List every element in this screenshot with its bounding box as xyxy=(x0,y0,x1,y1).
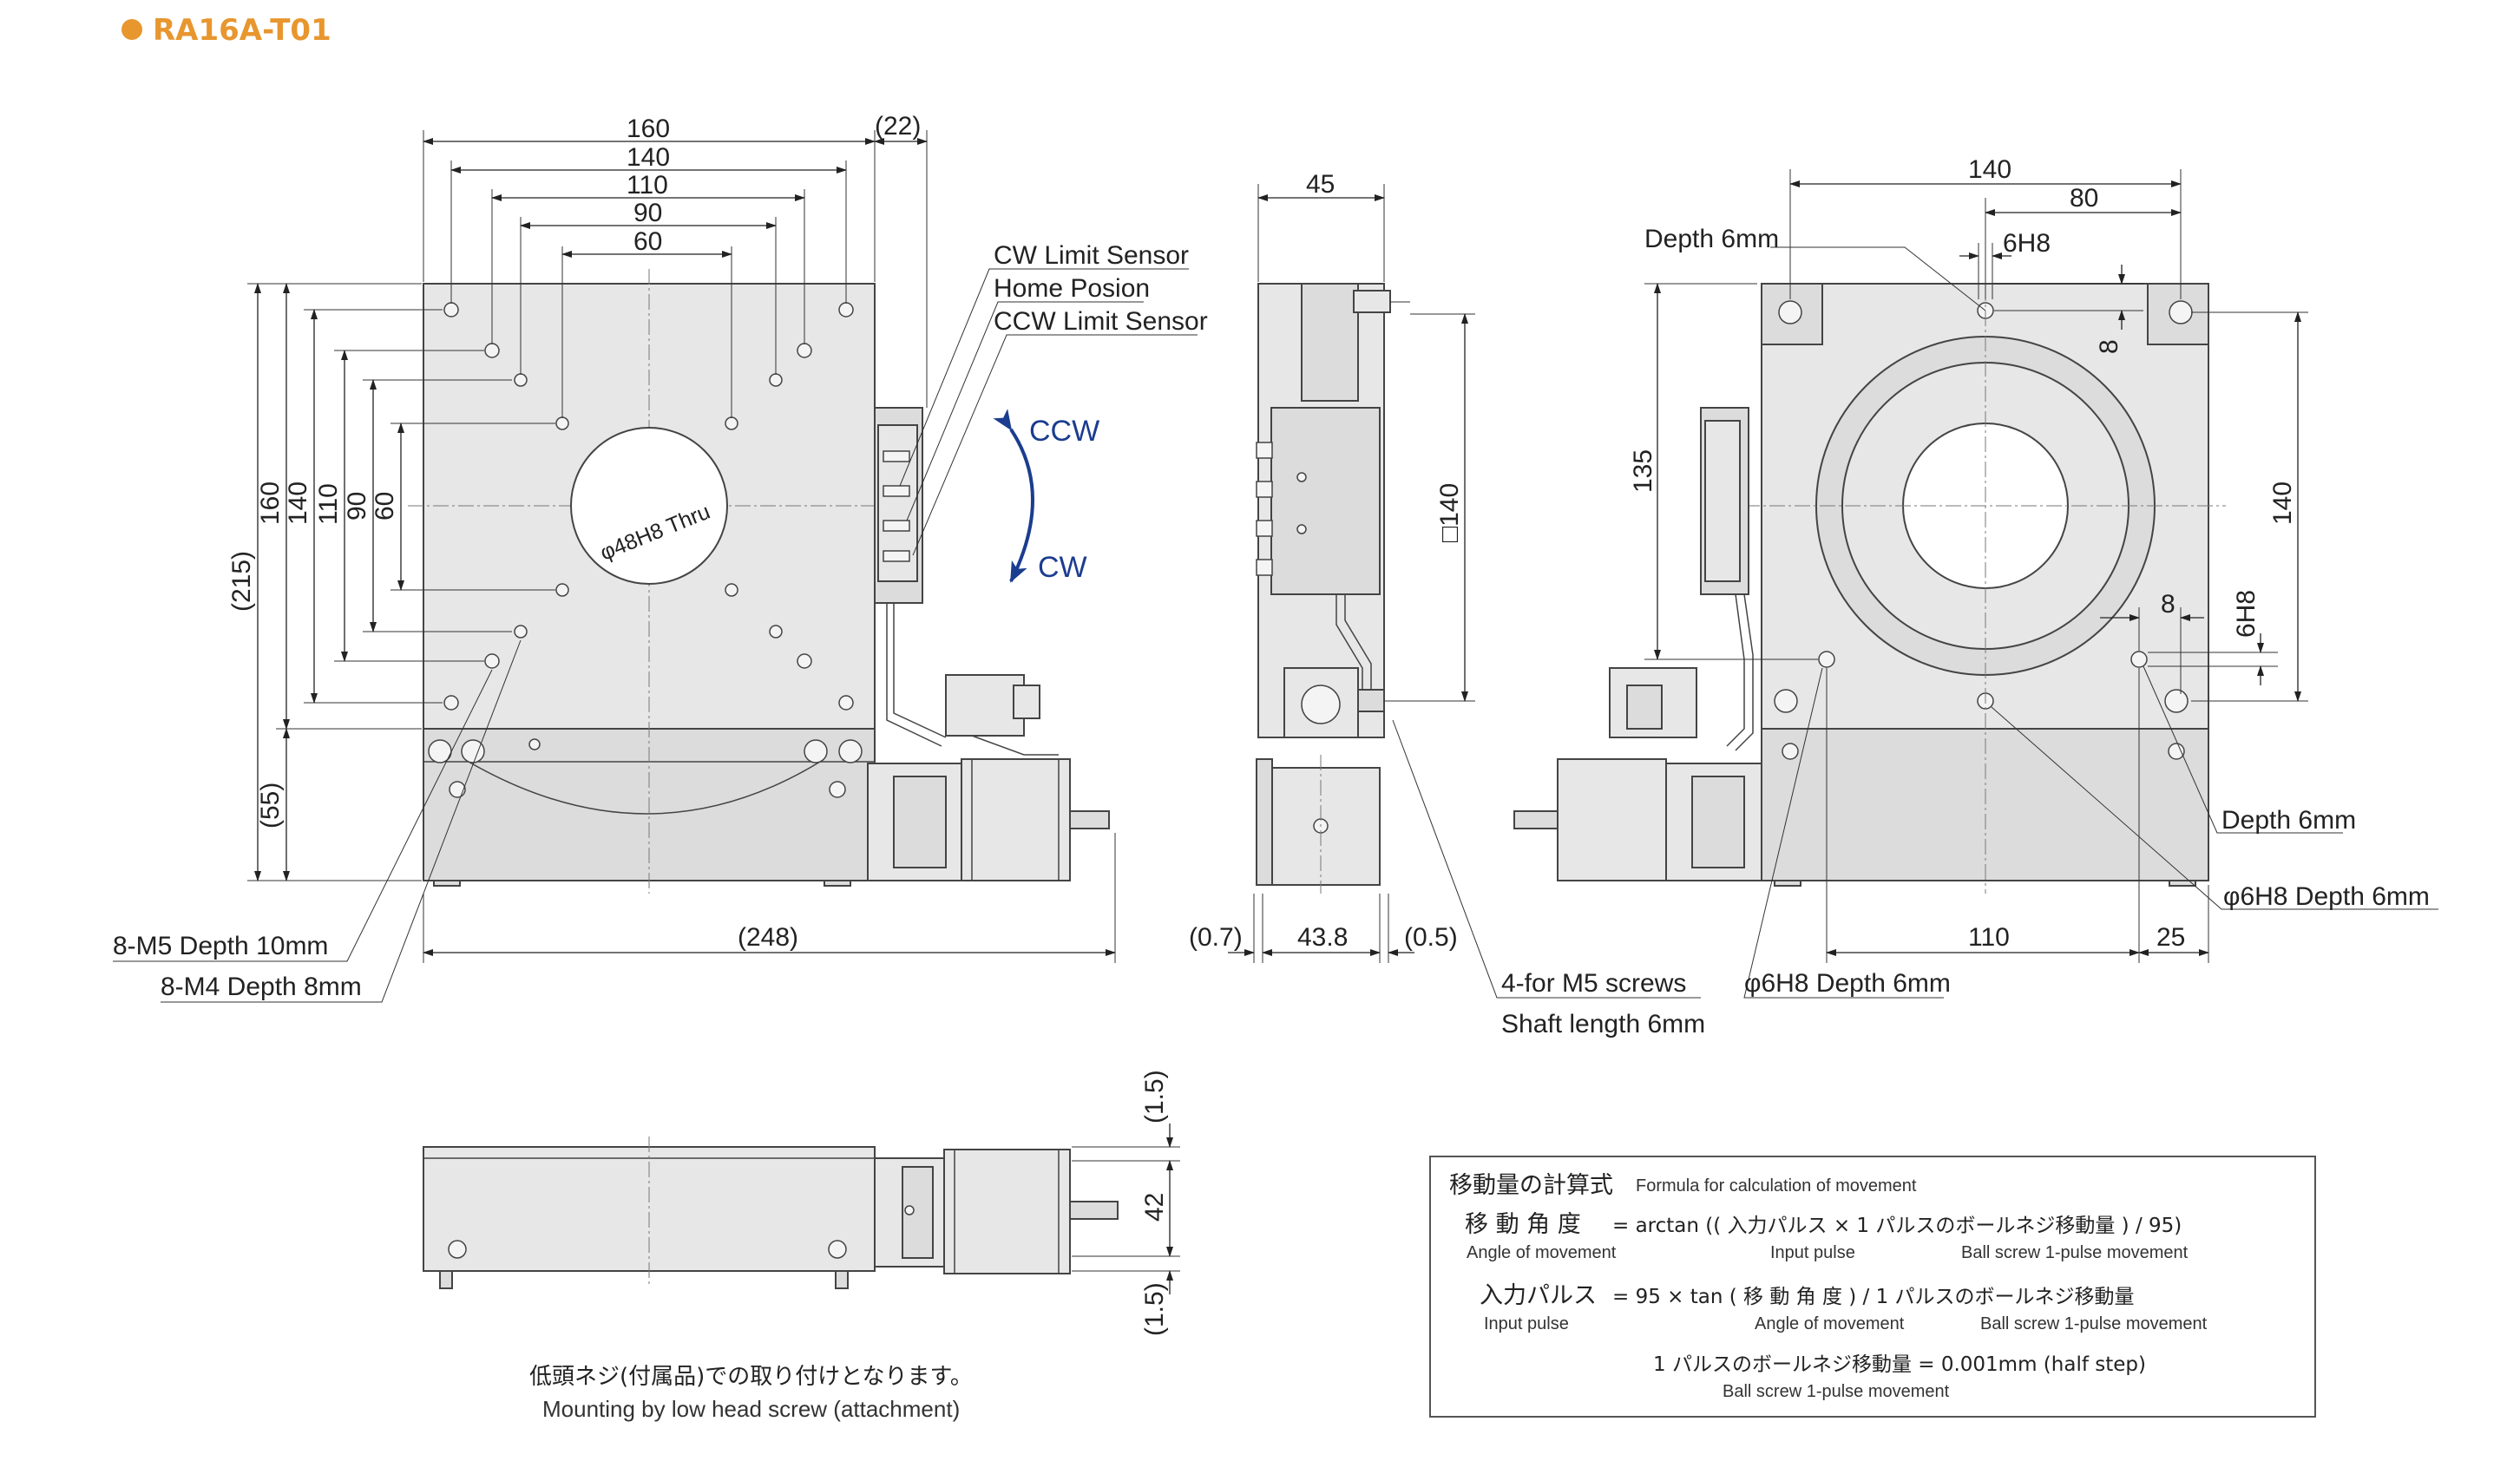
side-view: 45 □140 (0.7) 43.8 (0.5) 4-for M5 screws… xyxy=(1189,170,1705,1038)
dim-90: 90 xyxy=(633,199,662,227)
dim-left-90: 90 xyxy=(343,492,371,521)
dim-215: (215) xyxy=(227,551,256,612)
cw-limit-sensor-label: CW Limit Sensor xyxy=(994,241,1189,270)
ccw-limit-sensor-label: CCW Limit Sensor xyxy=(994,307,1208,336)
header-bullet-icon xyxy=(121,19,142,40)
formula-line1-sub-input: Input pulse xyxy=(1770,1243,1855,1262)
formula-line1-sub-ballscrew: Ball screw 1-pulse movement xyxy=(1961,1243,2189,1262)
dim-248: (248) xyxy=(738,923,798,952)
dim-left-160: 160 xyxy=(256,482,285,525)
m4-depth-label: 8-M4 Depth 8mm xyxy=(161,973,362,1001)
rear-view-motor xyxy=(1557,758,1667,881)
m5-screws-label: 4-for M5 screws xyxy=(1501,969,1686,998)
rear-view: 140 80 Depth 6mm 6H8 8 135 140 8 xyxy=(1513,155,2438,999)
rear-dim-140: 140 xyxy=(1968,155,2011,184)
shaft-length-label: Shaft length 6mm xyxy=(1501,1010,1705,1038)
header: RA16A-T01 xyxy=(121,13,331,48)
formula-line2-sub-angle: Angle of movement xyxy=(1755,1314,1905,1333)
ccw-label: CCW xyxy=(1029,415,1099,448)
top-view: φ48H8 Thru xyxy=(113,112,1208,1003)
connector-box xyxy=(945,674,1025,737)
formula-line3-sub: Ball screw 1-pulse movement xyxy=(1723,1382,1950,1401)
formula-line2-left: 入力パルス xyxy=(1480,1282,1597,1309)
dim-22: (22) xyxy=(875,112,921,141)
top-view-holes xyxy=(428,302,863,798)
rear-6h8-top-label: 6H8 xyxy=(2003,229,2051,258)
front-dim-1-5-bottom: (1.5) xyxy=(1140,1282,1169,1336)
formula-frame xyxy=(1429,1156,2316,1418)
rear-dim-135: 135 xyxy=(1629,449,1657,493)
formula-line1-left: 移 動 角 度 xyxy=(1465,1211,1581,1238)
formula-line3-expr: 1 パルスのボールネジ移動量 = 0.001mm (half step) xyxy=(1653,1353,2146,1376)
rear-depth-top-label: Depth 6mm xyxy=(1644,225,1779,253)
dim-140: 140 xyxy=(627,143,670,172)
formula-line1-expr: = arctan (( 入力パルス × 1 パルスのボールネジ移動量 ) / 9… xyxy=(1612,1215,2182,1237)
rear-dim-25: 25 xyxy=(2156,923,2185,952)
home-position-label: Home Posion xyxy=(994,274,1150,303)
m5-depth-label: 8-M5 Depth 10mm xyxy=(113,932,328,960)
dim-left-60: 60 xyxy=(371,492,399,521)
rear-depth-right-label: Depth 6mm xyxy=(2221,806,2356,835)
rear-phi-bottom-label: φ6H8 Depth 6mm xyxy=(1744,969,1951,998)
dim-110: 110 xyxy=(627,171,668,200)
rear-dim-110: 110 xyxy=(1968,923,2010,952)
formula-box: 移動量の計算式 Formula for calculation of movem… xyxy=(1429,1156,2316,1418)
top-view-dims-left: (215) 160 140 110 90 60 (55) xyxy=(227,283,555,881)
dim-left-140: 140 xyxy=(284,482,312,525)
rear-view-base xyxy=(1761,728,2209,881)
formula-line1-sub-angle: Angle of movement xyxy=(1467,1243,1617,1262)
side-dim-45: 45 xyxy=(1306,170,1335,199)
rear-6h8-right-label: 6H8 xyxy=(2232,590,2261,638)
side-dim-0-5: (0.5) xyxy=(1404,923,1458,952)
top-view-dims-top: 160 140 110 90 60 (22) xyxy=(423,112,928,418)
formula-line2-sub-input: Input pulse xyxy=(1484,1314,1569,1333)
cw-label: CW xyxy=(1038,551,1087,584)
sensor-labels: CW Limit Sensor Home Posion CCW Limit Se… xyxy=(899,241,1208,556)
front-dim-42: 42 xyxy=(1140,1193,1169,1222)
rear-phi-right-label: φ6H8 Depth 6mm xyxy=(2223,882,2430,911)
formula-title-en: Formula for calculation of movement xyxy=(1636,1176,1917,1196)
motor-body xyxy=(961,758,1071,881)
rear-dim-8-top: 8 xyxy=(2095,339,2123,354)
formula-line2-expr: = 95 × tan ( 移 動 角 度 ) / 1 パルスのボールネジ移動量 xyxy=(1612,1286,2135,1308)
side-dim-square-140: □140 xyxy=(1435,483,1464,542)
dim-55: (55) xyxy=(256,783,285,829)
formula-title-jp: 移動量の計算式 xyxy=(1449,1172,1613,1199)
center-hole xyxy=(570,427,728,585)
side-view-bracket xyxy=(1270,407,1381,595)
rear-dim-80: 80 xyxy=(2070,184,2098,213)
front-view: (1.5) 42 (1.5) 低頭ネジ(付属品)での取り付けとなります。 Mou… xyxy=(423,1070,1180,1422)
mounting-note-jp: 低頭ネジ(付属品)での取り付けとなります。 xyxy=(529,1364,973,1390)
dim-60: 60 xyxy=(633,227,662,256)
side-dim-43-8: 43.8 xyxy=(1297,923,1348,952)
header-title: RA16A-T01 xyxy=(153,13,331,48)
mounting-note-en: Mounting by low head screw (attachment) xyxy=(542,1396,960,1422)
formula-line2-sub-ballscrew: Ball screw 1-pulse movement xyxy=(1980,1314,2208,1333)
front-view-motor xyxy=(943,1149,1071,1274)
side-dim-0-7: (0.7) xyxy=(1189,923,1243,952)
screw-labels: 8-M5 Depth 10mm 8-M4 Depth 8mm xyxy=(113,639,522,1003)
rotation-arc xyxy=(993,409,1034,583)
rear-dim-140-right: 140 xyxy=(2268,482,2297,525)
top-view-arc xyxy=(468,761,821,815)
front-dim-1-5-top: (1.5) xyxy=(1140,1070,1169,1124)
rear-dim-8-right: 8 xyxy=(2161,590,2175,619)
dim-left-110: 110 xyxy=(314,483,343,525)
dim-160: 160 xyxy=(627,115,670,143)
